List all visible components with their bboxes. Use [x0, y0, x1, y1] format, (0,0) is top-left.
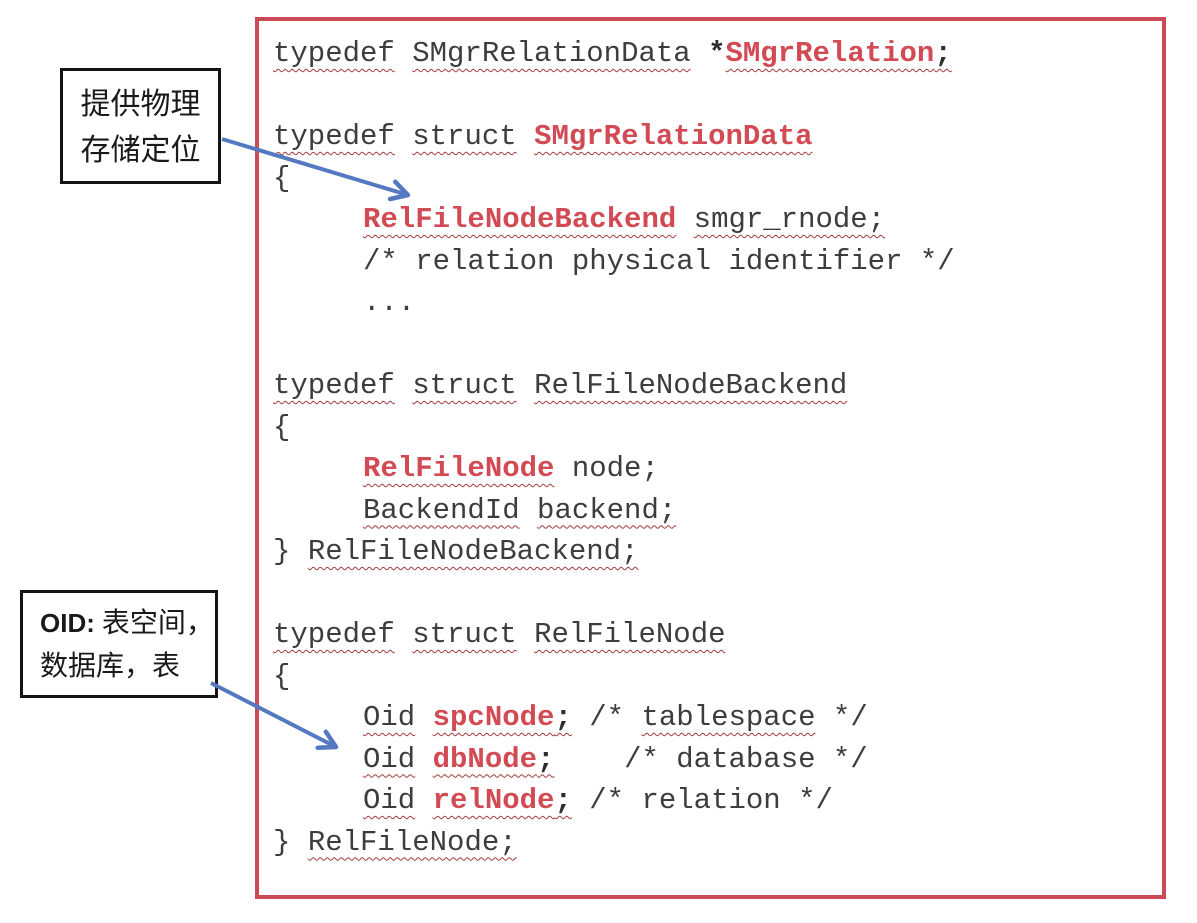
code-token: typedef: [273, 369, 395, 402]
code-token: /*: [571, 701, 642, 734]
code-line: Oid dbNode; /* database */: [273, 739, 1162, 781]
code-token: [395, 369, 412, 402]
code-token: {: [273, 659, 291, 693]
code-token: RelFileNodeBackend;: [307, 535, 639, 568]
code-line: {: [273, 158, 1162, 200]
code-token: [554, 452, 571, 485]
code-line: Oid spcNode; /* tablespace */: [273, 697, 1162, 739]
code-token: Oid: [363, 784, 416, 817]
code-token: *: [708, 37, 726, 70]
annotation-box-physical-storage: 提供物理 存储定位: [60, 68, 221, 184]
code-token: RelFileNodeBackend: [534, 369, 848, 402]
code-token: }: [273, 535, 308, 568]
code-token: SMgrRelationData: [534, 120, 813, 153]
code-token: [517, 120, 534, 153]
code-token: /* relation */: [571, 784, 833, 817]
code-line: /* relation physical identifier */: [273, 241, 1162, 283]
code-token: ;: [537, 742, 555, 776]
code-token: {: [273, 161, 291, 195]
code-token: }: [273, 825, 308, 859]
code-line: } RelFileNode;: [273, 822, 1162, 864]
code-line: [273, 573, 1162, 615]
code-line: typedef struct SMgrRelationData: [273, 116, 1162, 158]
code-token: [395, 618, 412, 651]
code-line: typedef struct RelFileNodeBackend: [273, 365, 1162, 407]
code-token: [517, 369, 534, 402]
code-token: struct: [412, 618, 517, 651]
code-token: [395, 120, 412, 153]
code-token: RelFileNodeBackend: [363, 203, 677, 236]
code-line: RelFileNodeBackend smgr_rnode;: [273, 199, 1162, 241]
code-token: tablespace: [641, 701, 816, 734]
code-token: [415, 743, 432, 776]
code-token: [395, 37, 412, 70]
code-token: [691, 37, 708, 70]
code-token: {: [273, 410, 291, 444]
code-token: spcNode: [432, 701, 555, 734]
code-line: RelFileNode node;: [273, 448, 1162, 490]
code-line: {: [273, 656, 1162, 698]
code-token: ...: [363, 286, 416, 319]
code-token: SMgrRelation: [725, 37, 935, 70]
code-token: [415, 784, 432, 817]
code-token: BackendId: [363, 493, 520, 527]
code-token: RelFileNode;: [307, 825, 517, 859]
code-token: /* relation physical identifier */: [363, 244, 955, 278]
annotation-text-line: OID: 表空间，: [40, 602, 215, 645]
code-token: [520, 494, 537, 527]
annotation-text: 表空间，: [94, 608, 214, 639]
code-token: backend;: [537, 493, 677, 527]
code-line: [273, 324, 1162, 366]
code-line: ...: [273, 282, 1162, 324]
code-token: RelFileNode: [534, 618, 726, 651]
code-token: RelFileNode: [363, 452, 555, 485]
code-token: ;: [554, 701, 572, 734]
code-token: ;: [934, 37, 952, 70]
code-token: relNode: [432, 784, 555, 817]
code-token: SMgrRelationData: [412, 37, 691, 70]
annotation-box-oid: OID: 表空间， 数据库，表: [20, 590, 218, 698]
code-line: BackendId backend;: [273, 490, 1162, 532]
code-token: [517, 618, 534, 651]
annotation-text-line: 提供物理: [80, 88, 201, 121]
oid-label: OID:: [40, 608, 95, 638]
code-line: } RelFileNodeBackend;: [273, 531, 1162, 573]
code-token: [676, 203, 693, 236]
code-token: typedef: [273, 120, 395, 153]
annotation-text-line: 数据库，表: [40, 651, 181, 682]
code-token: typedef: [273, 37, 395, 70]
code-token: */: [815, 701, 868, 734]
code-token: Oid: [363, 742, 416, 776]
code-token: struct: [412, 369, 517, 402]
code-line: typedef struct RelFileNode: [273, 614, 1162, 656]
code-token: node;: [571, 452, 659, 485]
code-token: smgr_rnode;: [693, 203, 886, 236]
code-line: Oid relNode; /* relation */: [273, 780, 1162, 822]
code-token: ;: [554, 784, 572, 817]
code-token: typedef: [273, 618, 395, 651]
code-token: dbNode: [432, 742, 538, 776]
code-token: [415, 701, 432, 734]
code-token: struct: [412, 120, 517, 153]
code-panel: typedef SMgrRelationData *SMgrRelation;t…: [255, 17, 1166, 899]
code-token: Oid: [363, 701, 416, 734]
code-line: {: [273, 407, 1162, 449]
annotation-text-line: 存储定位: [80, 134, 201, 167]
code-line: typedef SMgrRelationData *SMgrRelation;: [273, 33, 1162, 75]
code-token: /* database */: [554, 742, 868, 776]
code-line: [273, 75, 1162, 117]
code-block: typedef SMgrRelationData *SMgrRelation;t…: [259, 21, 1162, 863]
